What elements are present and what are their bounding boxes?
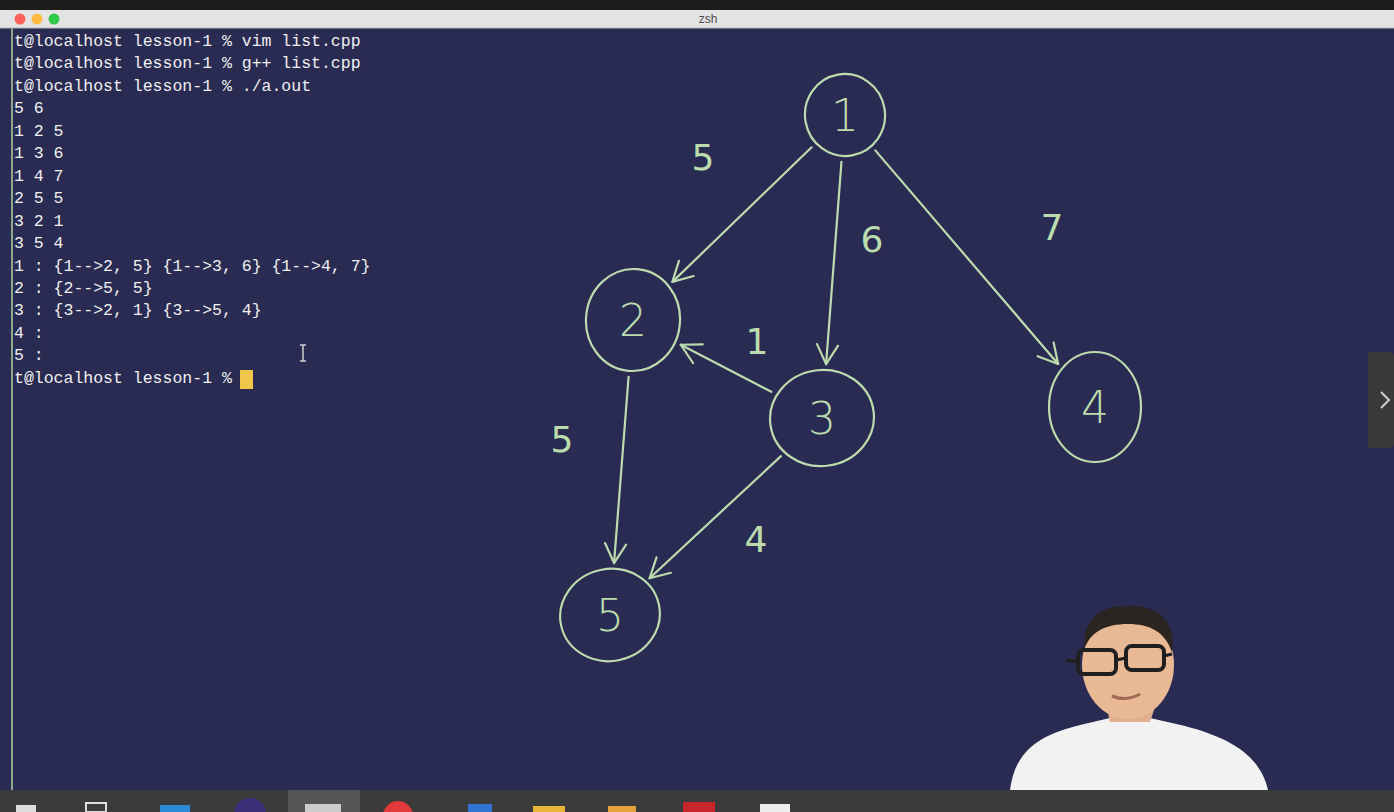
arrow-head — [681, 344, 703, 363]
terminal-line: t@localhost lesson-1 % vim list.cpp — [14, 31, 361, 53]
edge-weight: 4 — [745, 520, 768, 560]
graph-vertex: 2 — [584, 267, 682, 373]
weighted-edge — [817, 162, 841, 364]
terminal-line: 5 : — [14, 345, 44, 367]
edge-weight: 5 — [551, 420, 574, 460]
terminal-line: 1 2 5 — [14, 121, 64, 143]
arrow-head — [672, 261, 693, 282]
vertex-number: 5 — [596, 590, 624, 641]
arrow-head — [605, 543, 626, 563]
graph-vertex: 3 — [768, 368, 876, 468]
terminal-line: 1 4 7 — [14, 166, 64, 188]
terminal-line: 2 : {2-->5, 5} — [14, 278, 153, 300]
terminal-line: 5 6 — [14, 98, 44, 120]
weighted-edge — [650, 456, 781, 578]
vertex-number: 3 — [808, 393, 836, 444]
terminal-line: 1 : {1-->2, 5} {1-->3, 6} {1-->4, 7} — [14, 256, 370, 278]
weighted-edge — [605, 377, 629, 563]
terminal-line: 4 : — [14, 323, 44, 345]
edge-weight: 5 — [692, 138, 715, 178]
terminal-line: 1 3 6 — [14, 143, 64, 165]
window-title: zsh — [699, 11, 718, 27]
terminal-line: 3 : {3-->2, 1} {3-->5, 4} — [14, 300, 262, 322]
weighted-edge — [875, 150, 1058, 364]
vertex-number: 1 — [831, 90, 859, 141]
arrow-head — [650, 557, 671, 578]
edge-weight: 1 — [746, 322, 769, 362]
vertex-number: 4 — [1081, 382, 1109, 433]
edge-weight: 7 — [1041, 208, 1064, 248]
graph-vertex: 5 — [558, 567, 662, 663]
edge-weight: 6 — [861, 220, 884, 260]
edge-line — [826, 162, 841, 364]
graph-vertex: 4 — [1047, 350, 1143, 464]
arrow-head — [1038, 342, 1059, 364]
arrow-head — [817, 344, 838, 364]
terminal-line: 3 5 4 — [14, 233, 64, 255]
terminal-line: t@localhost lesson-1 % g++ list.cpp — [14, 53, 361, 75]
terminal-line: t@localhost lesson-1 % — [14, 368, 232, 390]
edge-line — [650, 456, 781, 578]
graph-vertex: 1 — [803, 72, 887, 158]
edge-line — [614, 377, 629, 563]
edge-line — [875, 150, 1058, 364]
vertex-number: 2 — [619, 295, 647, 346]
terminal-line: 2 5 5 — [14, 188, 64, 210]
terminal-line: t@localhost lesson-1 % ./a.out — [14, 76, 311, 98]
terminal-line: 3 2 1 — [14, 211, 64, 233]
